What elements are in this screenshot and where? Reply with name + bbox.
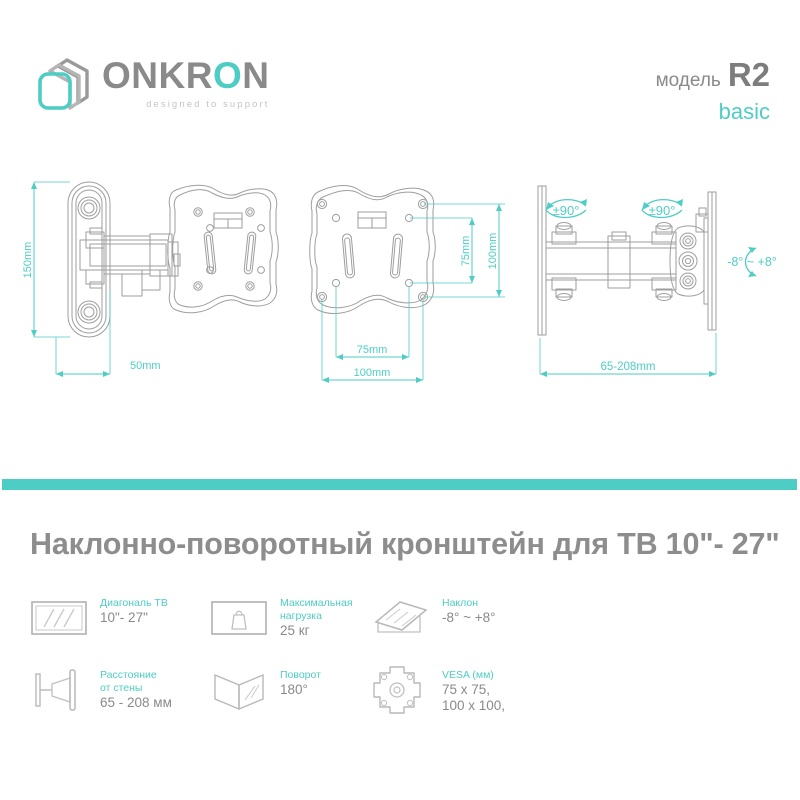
dimension-label-vesa-height-75mm: 75mm [460,236,472,267]
feature-wall-distance: Расстояние от стены 65 - 208 мм [28,668,172,712]
feature-value: 65 - 208 мм [100,695,172,710]
brand-logo: ONKRON designed to support [34,56,269,118]
feature-label-line2: нагрузка [280,610,322,622]
annotation-swivel-left [545,199,587,219]
feature-label: Наклон [442,597,479,609]
model-prefix-label: модель [655,70,721,91]
feature-label: Поворот [280,669,321,681]
feature-text: Максимальная нагрузка 25 кг [280,596,353,639]
model-code: R2 [727,56,770,93]
annotation-label-swivel-right: ±90° [649,203,676,218]
feature-value: -8° ~ +8° [442,610,496,625]
drawing-side-view: ±90° ±90° -8° ~ +8° 65-208mm [537,185,777,377]
feature-vesa: VESA (мм) 75 x 75, 100 x 100, [370,666,505,714]
dimension-label-vesa-width-75mm: 75mm [357,344,388,356]
tilt-icon [370,596,432,640]
dimension-vesa-height-75mm [410,217,475,284]
brand-wordmark-block: ONKRON designed to support [102,56,270,111]
model-line: модель R2 [656,58,770,99]
feature-value: 10"- 27" [100,610,148,625]
dimension-extension [539,333,717,377]
onkron-cube-icon [38,58,89,110]
wall-distance-icon [28,668,90,712]
feature-text: Поворот 180° [280,668,321,698]
dimension-label-vesa-height-100mm: 100mm [487,233,499,270]
feature-value: 180° [280,682,308,697]
model-designation: модель R2 basic [656,58,770,124]
feature-text: Наклон -8° ~ +8° [442,596,496,626]
feature-tv-diagonal: Диагональ ТВ 10"- 27" [28,596,168,640]
dimension-label-50mm: 50mm [130,360,161,372]
feature-text: Диагональ ТВ 10"- 27" [100,596,168,626]
feature-value-2: 100 x 100, [442,698,506,713]
feature-value: 25 кг [280,623,310,638]
feature-label-line1: Максимальная [280,597,353,609]
dimension-vesa-height-100mm [424,203,505,298]
dimension-label-extension: 65-208mm [601,361,656,373]
feature-swivel: Поворот 180° [208,668,321,712]
wordmark-part2: N [242,55,270,96]
feature-max-load: Максимальная нагрузка 25 кг [208,596,353,640]
drawing-vesa-plate: 75mm 100mm 75mm 100mm [309,185,505,383]
swivel-icon [208,668,270,712]
feature-value: 75 x 75, [442,682,491,697]
annotation-label-tilt: -8° ~ +8° [727,255,777,269]
feature-label: VESA (мм) [442,669,494,681]
vesa-icon [370,666,432,714]
brand-wordmark: ONKRON [102,56,269,96]
dimension-vesa-width-100mm [321,300,424,383]
dimension-depth-50mm [55,290,111,377]
weight-icon [208,596,270,640]
annotation-tilt [744,247,757,277]
annotation-swivel-right [641,199,683,219]
dimension-label-vesa-width-100mm: 100mm [354,367,391,379]
feature-text: Расстояние от стены 65 - 208 мм [100,668,172,711]
drawing-front-view: 150mm 50mm [22,181,279,377]
page-header: ONKRON designed to support модель R2 basi… [0,0,800,150]
wordmark-part1: ONKR [102,55,213,96]
brand-tagline: designed to support [146,99,270,110]
technical-drawings: 150mm 50mm [0,165,800,420]
feature-text: VESA (мм) 75 x 75, 100 x 100, [442,668,505,714]
tv-screen-icon [28,596,90,640]
section-divider [2,479,797,490]
page-title: Наклонно-поворотный кронштейн для ТВ 10"… [30,527,780,561]
model-variant: basic [718,99,770,124]
dimension-height-150mm [31,181,70,338]
dimension-vesa-width-75mm [335,286,410,360]
feature-label: Диагональ ТВ [100,597,168,609]
feature-label-line2: от стены [100,682,143,694]
feature-list: Диагональ ТВ 10"- 27" Максимальная нагру… [0,592,800,762]
dimension-label-150mm: 150mm [22,242,34,279]
feature-tilt: Наклон -8° ~ +8° [370,596,496,640]
feature-label-line1: Расстояние [100,669,157,681]
wordmark-accent-letter: O [212,55,243,96]
annotation-label-swivel-left: ±90° [553,203,580,218]
